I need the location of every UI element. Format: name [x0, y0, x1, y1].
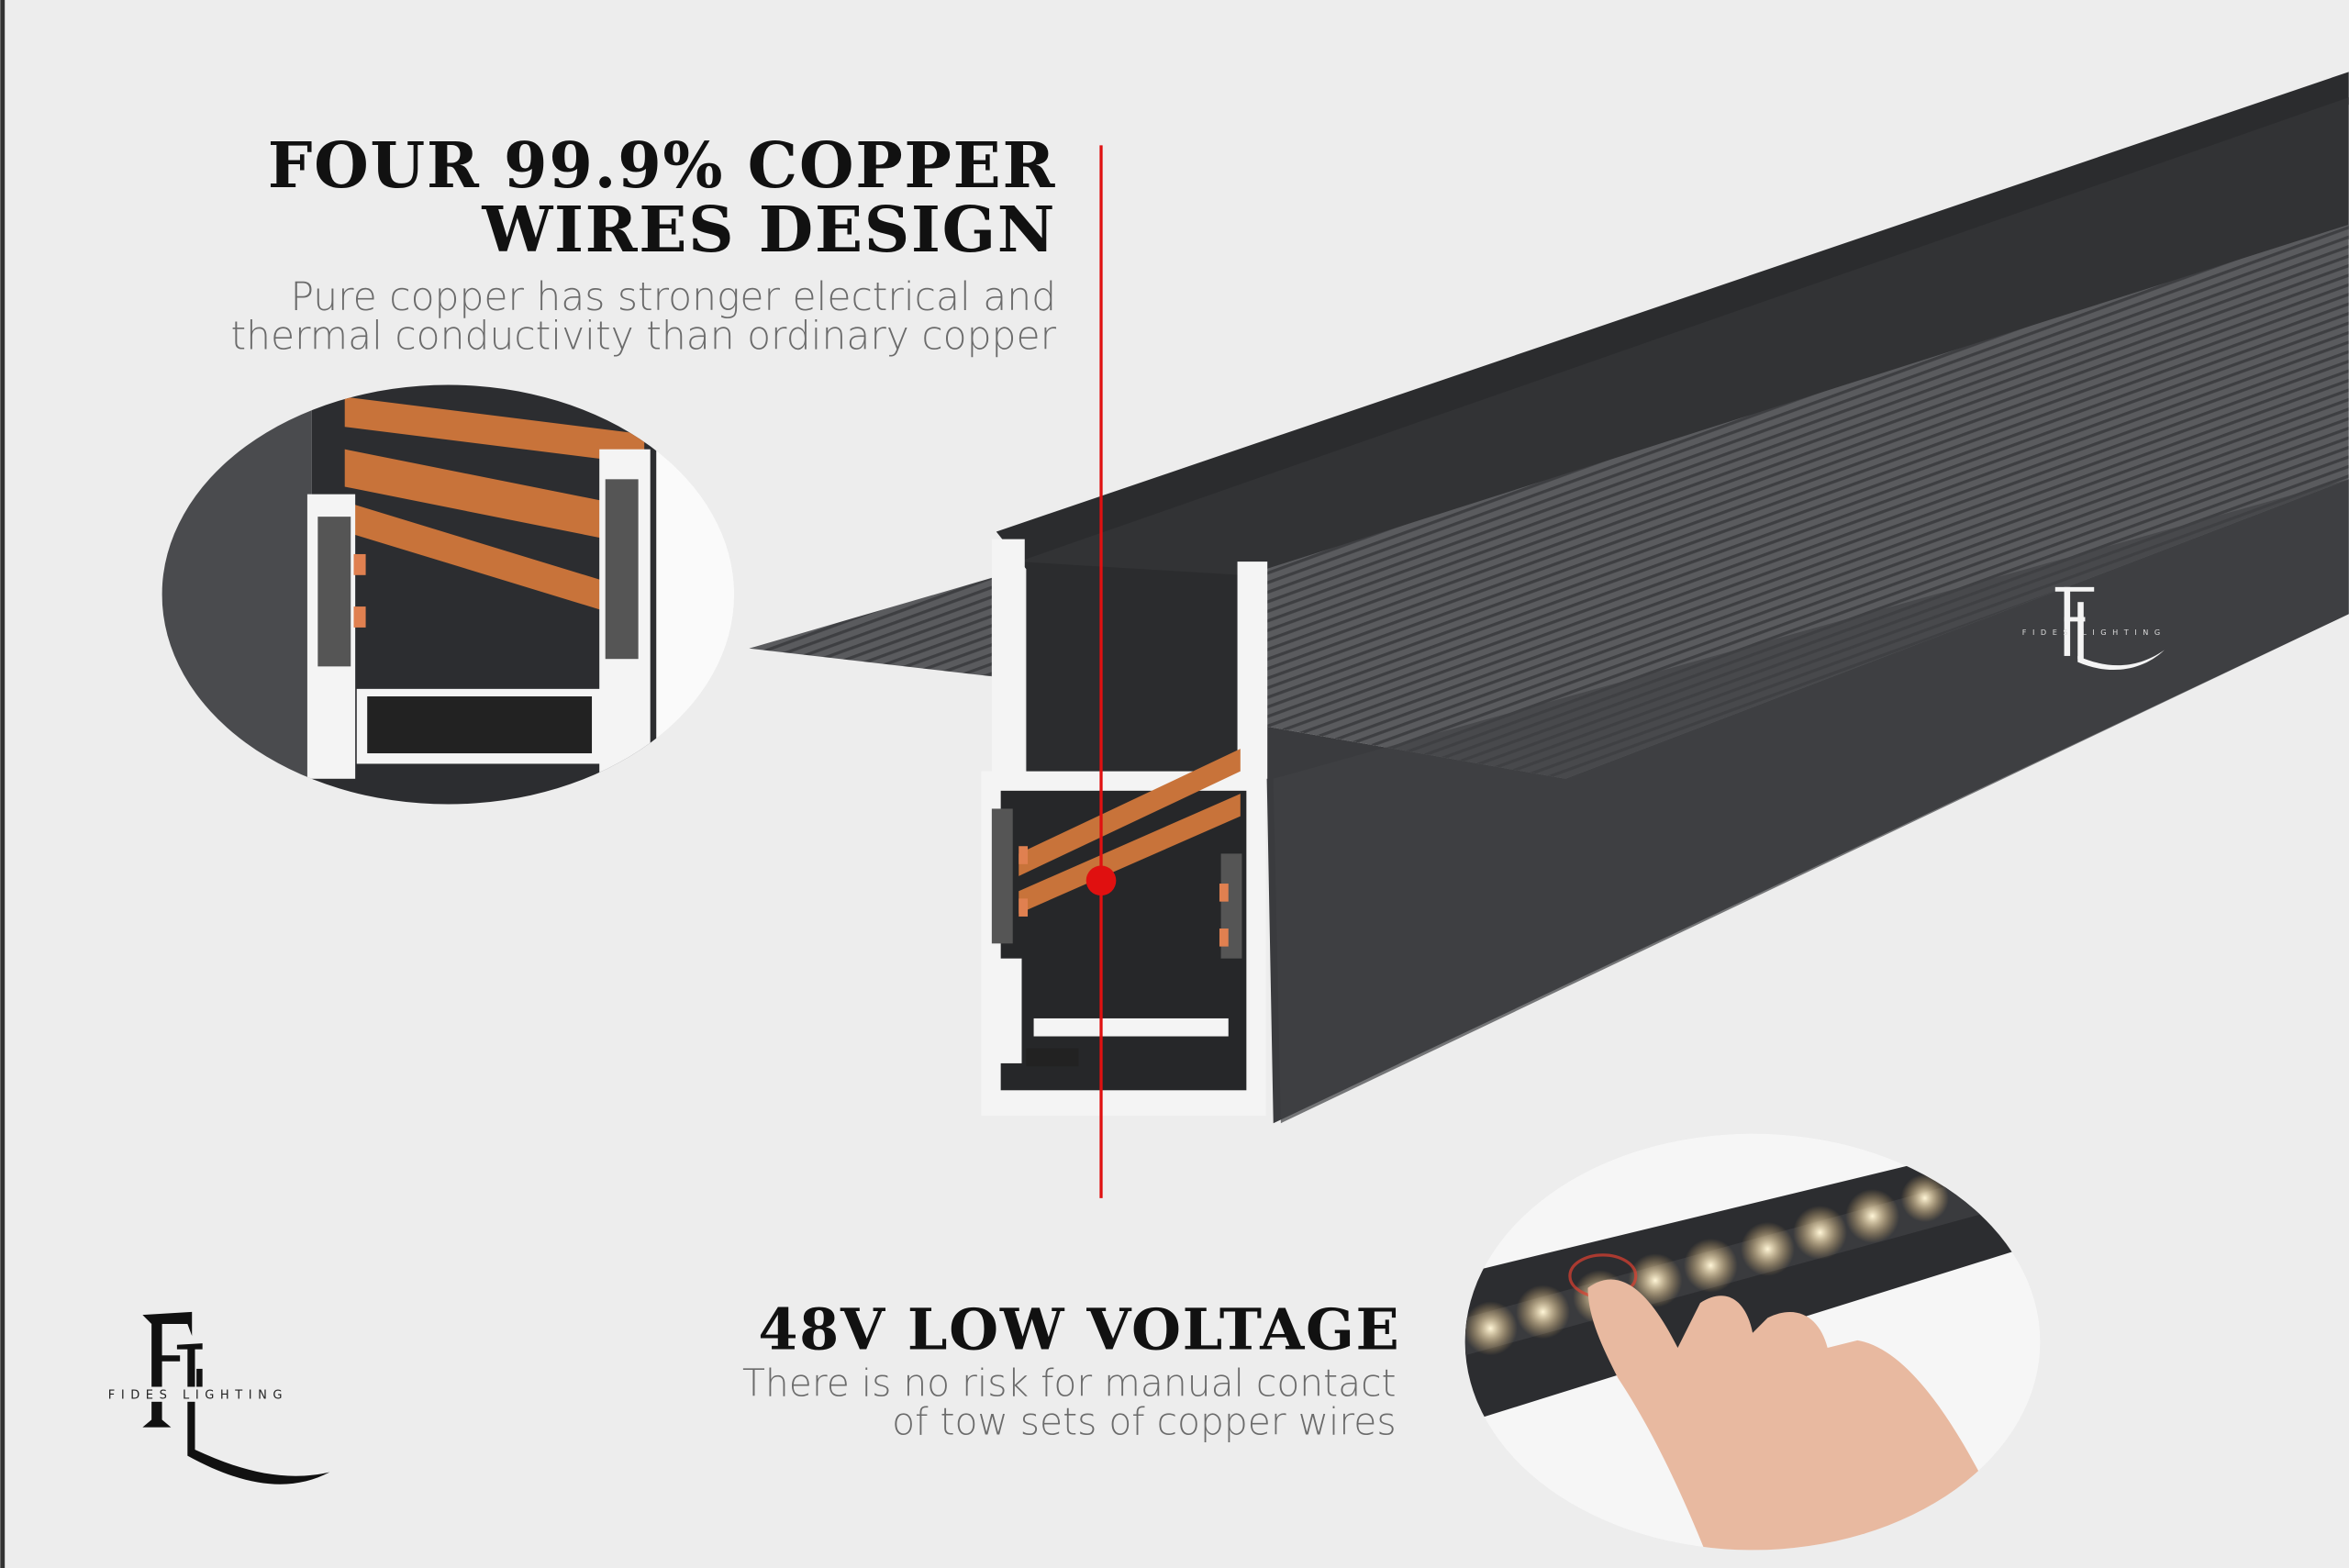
led-touch-inset [1464, 1133, 2041, 1551]
hand-illustration [1587, 1279, 1993, 1551]
copper-detail-inset [161, 384, 735, 805]
svg-text:FIDES LIGHTING: FIDES LIGHTING [2022, 628, 2166, 637]
voltage-desc-line2: of tow sets of copper wires [892, 1400, 1396, 1444]
voltage-title: 48V LOW VOLTAGE [758, 1296, 1400, 1363]
brand-logo: FIDES LIGHTING [105, 1311, 330, 1485]
copper-desc-line2: thermal conductivity than ordinary coppe… [230, 314, 1056, 359]
copper-title-line2: WIRES DESIGN [481, 194, 1056, 267]
copper-title-line1: FOUR 99.9% COPPER [268, 129, 1056, 203]
svg-text:FIDES LIGHTING: FIDES LIGHTING [108, 1389, 288, 1403]
marker-dot [1085, 865, 1117, 896]
voltage-desc-line1: There is no risk for manual contact [742, 1361, 1397, 1405]
copper-desc-line1: Pure copper has stronger electrical and [290, 275, 1056, 320]
left-border [0, 0, 6, 1568]
rail-logo-monogram [2054, 586, 2165, 671]
rail-logo: FIDES LIGHTING [2022, 586, 2166, 671]
